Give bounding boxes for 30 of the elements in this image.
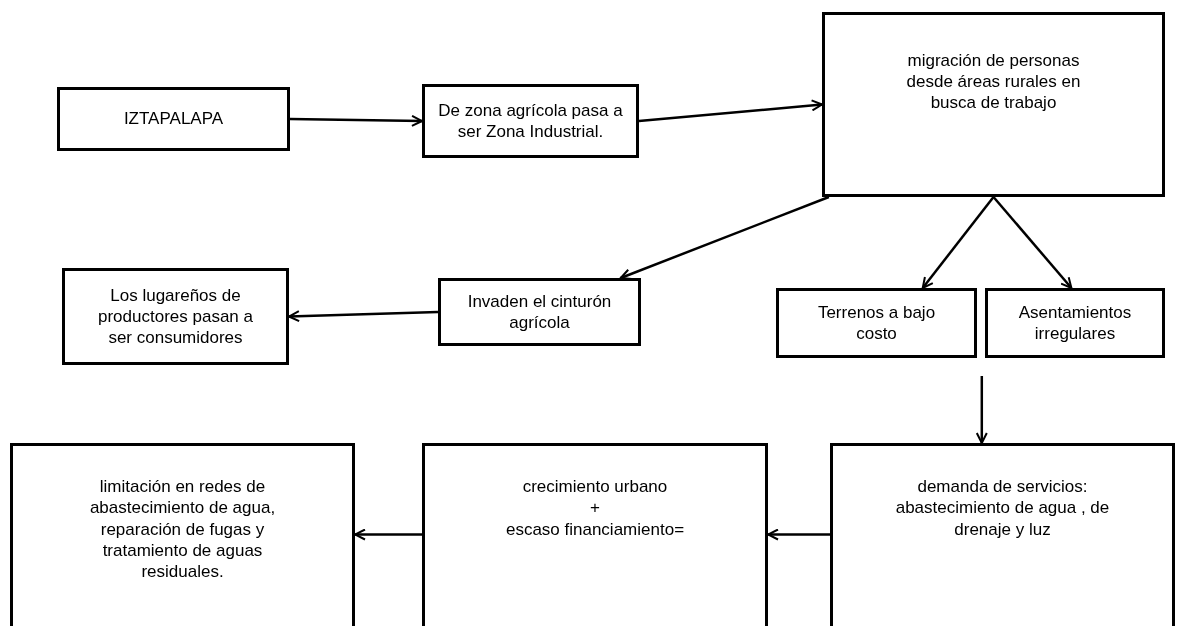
node-text: De zona agrícola pasa a ser Zona Industrial. (437, 99, 624, 143)
arrow (992, 196, 1073, 289)
node-text: limitación en redes de abastecimiento de agua, reparación de fugas y tratamiento de aguas residuales. (88, 476, 277, 583)
node-text: + (590, 497, 600, 519)
arrow (288, 310, 439, 323)
process-box (422, 443, 768, 626)
arrow (921, 196, 995, 289)
node-text: Los lugareños de productores pasan a ser consumidores (97, 284, 254, 349)
process-box (422, 84, 639, 158)
process-box (830, 443, 1175, 626)
process-box (822, 12, 1165, 197)
node-text: Terrenos a bajo costo (816, 301, 937, 345)
process-box (10, 443, 355, 626)
arrow (975, 376, 988, 444)
title-box (57, 87, 290, 151)
node-text: IZTAPALAPA (123, 108, 224, 130)
node-text: Asentamientos irregulares (1017, 301, 1133, 345)
process-box (62, 268, 289, 365)
process-box (985, 288, 1165, 358)
node-text: escaso financiamiento= (505, 518, 685, 540)
arrow (290, 114, 423, 127)
node-text: Invaden el cinturón agrícola (466, 290, 613, 334)
process-box (438, 278, 641, 346)
arrow (354, 528, 422, 541)
node-text: demanda de servicios: abastecimiento de agua , de drenaje y luz (894, 476, 1111, 540)
node-text: migración de personas desde áreas rurales en busca de trabajo (905, 49, 1082, 114)
process-box (776, 288, 977, 358)
arrow (638, 99, 823, 123)
arrow (767, 528, 830, 541)
node-text: crecimiento urbano (522, 476, 668, 498)
